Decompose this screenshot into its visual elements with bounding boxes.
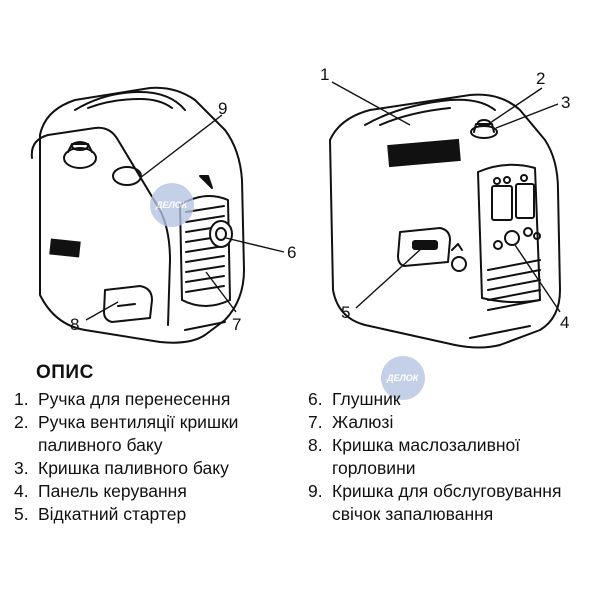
part-label: Ручка для перенесення [38, 389, 231, 409]
watermark-top: ДЕЛОК [150, 183, 194, 227]
part-label: Глушник [332, 389, 401, 409]
part-label: Ручка вентиляції кришки паливного баку [38, 412, 239, 455]
part-label: Кришка паливного баку [38, 458, 229, 478]
part-item-5: 5. Відкатний стартер [14, 503, 299, 526]
part-number: 3. [14, 458, 29, 478]
callout-leaders [85, 81, 561, 321]
part-item-9: 9. Кришка для обслуговування свічок запал… [308, 480, 598, 526]
part-number: 8. [308, 435, 323, 455]
callout-8: 8 [70, 315, 79, 334]
generator-right-view [329, 93, 561, 349]
part-number: 4. [14, 481, 29, 501]
part-number: 5. [14, 504, 29, 524]
parts-list-left: 1. Ручка для перенесення 2. Ручка вентиляц… [14, 388, 299, 526]
part-number: 7. [308, 412, 323, 432]
part-label: Кришка маслозаливної горловини [332, 435, 521, 478]
part-label: Панель керування [38, 481, 187, 501]
part-number: 1. [14, 389, 29, 409]
watermark-text-bottom: ДЕЛОК [386, 373, 420, 383]
part-label: Відкатний стартер [38, 504, 187, 524]
callout-1: 1 [320, 65, 329, 84]
callout-5: 5 [341, 303, 350, 322]
part-number: 9. [308, 481, 323, 501]
parts-list-right: 6. Глушник 7. Жалюзі 8. Кришка маслозаливно… [308, 388, 598, 526]
watermark-text-top: ДЕЛОК [155, 200, 189, 210]
part-item-1: 1. Ручка для перенесення [14, 388, 299, 411]
part-label: Кришка для обслуговування свічок запалюв… [332, 481, 562, 524]
part-number: 2. [14, 412, 29, 432]
part-item-7: 7. Жалюзі [308, 411, 598, 434]
part-item-8: 8. Кришка маслозаливної горловини [308, 434, 598, 480]
callout-9: 9 [218, 99, 227, 118]
watermark-bottom: ДЕЛОК [381, 356, 425, 400]
callout-3: 3 [561, 93, 570, 112]
callout-7: 7 [232, 315, 241, 334]
callout-2: 2 [536, 69, 545, 88]
part-number: 6. [308, 389, 323, 409]
part-item-3: 3. Кришка паливного баку [14, 457, 299, 480]
callout-4: 4 [560, 313, 569, 332]
part-label: Жалюзі [332, 412, 394, 432]
part-item-4: 4. Панель керування [14, 480, 299, 503]
description-heading: ОПИС [36, 362, 94, 383]
part-item-6: 6. Глушник [308, 388, 598, 411]
part-item-2: 2. Ручка вентиляції кришки паливного баку [14, 411, 299, 457]
callout-6: 6 [287, 243, 296, 262]
generator-left-view [30, 86, 245, 344]
